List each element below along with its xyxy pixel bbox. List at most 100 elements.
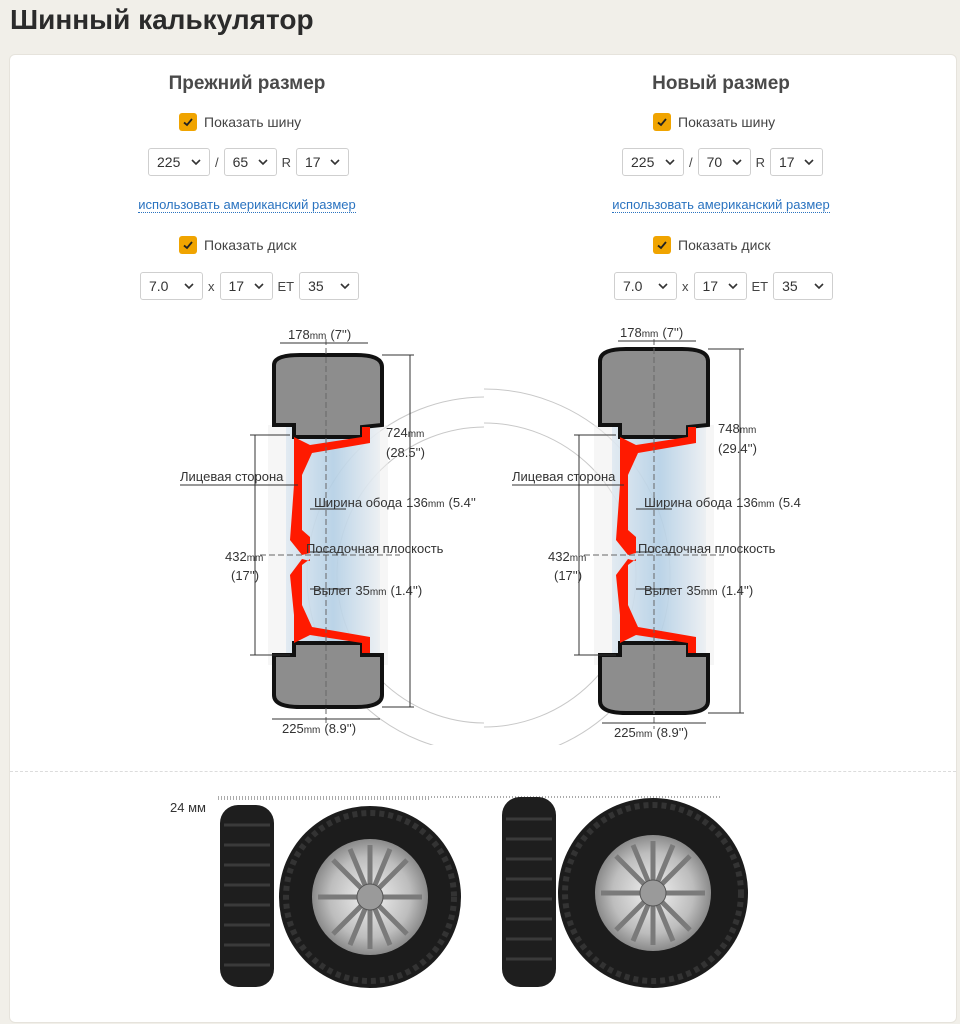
face-side-label: Лицевая сторона <box>512 469 616 484</box>
mounting-plane-label: Посадочная плоскость <box>638 541 776 556</box>
tire-cross-section-diagram-old: 178mm(7'') 724mm (28.5'') Лицевая сторон… <box>180 327 484 745</box>
mounting-plane-label: Посадочная плоскость <box>306 541 444 556</box>
disc-diameter-select[interactable]: 17 <box>693 272 747 300</box>
disc-width-value: 7.0 <box>623 278 643 294</box>
r-separator: R <box>281 154 292 170</box>
disc-et-select[interactable]: 35 <box>299 272 360 300</box>
rim-width-top-label: 178mm(7'') <box>620 325 683 340</box>
disc-diameter-value: 17 <box>702 278 719 294</box>
disc-width-select[interactable]: 7.0 <box>614 272 677 300</box>
rim-width-top-label: 178mm(7'') <box>288 327 351 342</box>
new-tire-side-view <box>502 797 556 987</box>
show-disc-toggle-new[interactable]: Показать диск <box>653 234 771 256</box>
american-size-link-text[interactable]: использовать американский размер <box>138 197 356 213</box>
tire-size-selects-old: 225 / 65 R 17 <box>148 147 350 177</box>
disc-width-value: 7.0 <box>149 278 169 294</box>
face-side-label: Лицевая сторона <box>180 469 284 484</box>
outer-diameter-label: 724mm <box>386 425 424 440</box>
rim-diameter-inch: (17'') <box>231 568 259 583</box>
tire-comparison-illustration <box>218 796 748 988</box>
et-label: ET <box>277 278 295 294</box>
tire-cross-section-diagram-new: 178mm(7'') 748mm (29.4'') Лицевая сторон… <box>484 325 801 745</box>
chevron-down-icon <box>727 282 738 289</box>
checkbox-checked-icon[interactable] <box>179 113 197 131</box>
disc-width-select[interactable]: 7.0 <box>140 272 203 300</box>
chevron-down-icon <box>340 282 350 289</box>
show-tire-toggle-old[interactable]: Показать шину <box>179 111 301 133</box>
chevron-down-icon <box>658 282 668 289</box>
chevron-down-icon <box>804 158 814 165</box>
old-wheel-front-view <box>279 806 461 988</box>
disc-diameter-select[interactable]: 17 <box>219 272 273 300</box>
old-size-column: Прежний размер Показать шину 225 / 65 R … <box>10 55 484 775</box>
tire-rim-select[interactable]: 17 <box>296 148 350 176</box>
tire-width-select[interactable]: 225 <box>148 148 210 176</box>
outer-diameter-inch: (29.4'') <box>718 441 757 456</box>
disc-et-select[interactable]: 35 <box>773 272 834 300</box>
disc-et-value: 35 <box>308 278 324 294</box>
tire-rim-select[interactable]: 17 <box>770 148 824 176</box>
checkbox-checked-icon[interactable] <box>653 113 671 131</box>
tire-profile-value: 65 <box>232 154 249 170</box>
disc-size-selects-old: 7.0 x 17 ET 35 <box>140 271 360 301</box>
chevron-down-icon <box>191 158 201 165</box>
tire-width-value: 225 <box>631 154 655 170</box>
tire-width-label: 225mm(8.9'') <box>614 725 688 740</box>
tire-rim-value: 17 <box>779 154 795 170</box>
show-disc-label: Показать диск <box>678 237 771 253</box>
tire-profile-select[interactable]: 70 <box>697 148 751 176</box>
checkbox-checked-icon[interactable] <box>653 236 671 254</box>
tire-rim-value: 17 <box>305 154 321 170</box>
tire-comparison-visual: 24 мм <box>10 785 958 1024</box>
tire-width-label: 225mm(8.9'') <box>282 721 356 736</box>
disc-et-value: 35 <box>782 278 798 294</box>
chevron-down-icon <box>330 158 340 165</box>
tire-width-value: 225 <box>157 154 181 170</box>
outer-diameter-label: 748mm <box>718 421 756 436</box>
tire-width-select[interactable]: 225 <box>622 148 684 176</box>
rim-diameter-label: 432mm <box>548 549 586 564</box>
x-separator: x <box>208 278 215 294</box>
tire-size-selects-new: 225 / 70 R 17 <box>622 147 824 177</box>
american-size-link-new[interactable]: использовать американский размер <box>484 197 958 213</box>
section-divider <box>10 771 956 772</box>
et-label: ET <box>751 278 769 294</box>
american-size-link-text[interactable]: использовать американский размер <box>612 197 830 213</box>
new-size-heading: Новый размер <box>652 73 790 94</box>
chevron-down-icon <box>258 158 268 165</box>
disc-size-selects-new: 7.0 x 17 ET 35 <box>614 271 834 301</box>
chevron-down-icon <box>814 282 824 289</box>
new-wheel-front-view <box>558 798 748 988</box>
rim-diameter-label: 432mm <box>225 549 263 564</box>
chevron-down-icon <box>184 282 194 289</box>
chevron-down-icon <box>665 158 675 165</box>
show-disc-label: Показать диск <box>204 237 297 253</box>
chevron-down-icon <box>253 282 264 289</box>
american-size-link-old[interactable]: использовать американский размер <box>10 197 484 213</box>
page-title: Шинный калькулятор <box>10 4 314 35</box>
checkbox-checked-icon[interactable] <box>179 236 197 254</box>
outer-diameter-inch: (28.5'') <box>386 445 425 460</box>
slash-separator: / <box>215 154 219 170</box>
new-size-column: Новый размер Показать шину 225 / 70 R 17 <box>484 55 958 775</box>
rim-diameter-inch: (17'') <box>554 568 582 583</box>
show-tire-toggle-new[interactable]: Показать шину <box>653 111 775 133</box>
show-disc-toggle-old[interactable]: Показать диск <box>179 234 297 256</box>
calculator-card: Прежний размер Показать шину 225 / 65 R … <box>9 54 957 1023</box>
x-separator: x <box>682 278 689 294</box>
tire-profile-select[interactable]: 65 <box>223 148 277 176</box>
chevron-down-icon <box>732 158 742 165</box>
old-size-heading: Прежний размер <box>168 73 326 94</box>
tire-profile-value: 70 <box>706 154 723 170</box>
old-tire-side-view <box>220 805 274 987</box>
show-tire-label: Показать шину <box>678 114 776 130</box>
slash-separator: / <box>689 154 693 170</box>
disc-diameter-value: 17 <box>228 278 245 294</box>
show-tire-label: Показать шину <box>204 114 302 130</box>
height-difference-label: 24 мм <box>170 800 206 815</box>
r-separator: R <box>755 154 766 170</box>
